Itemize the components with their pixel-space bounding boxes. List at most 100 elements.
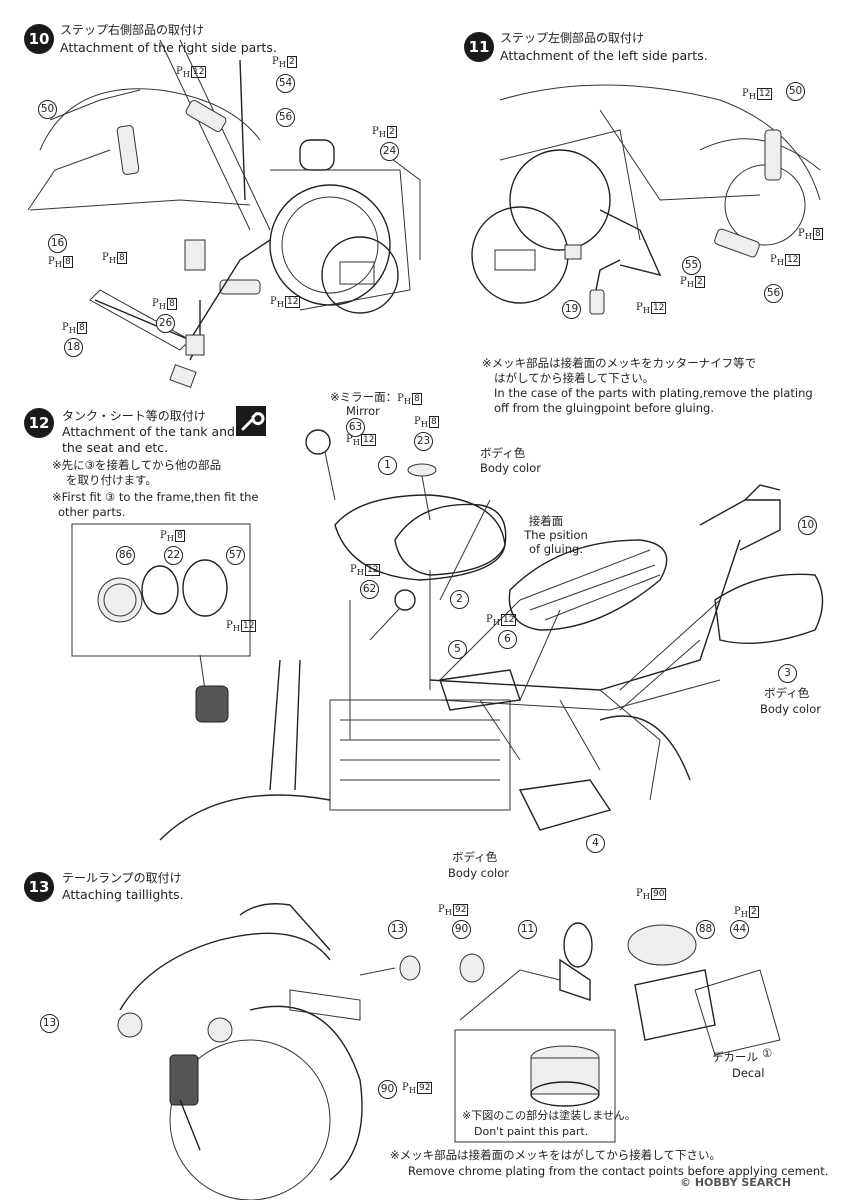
step-13-title-en: Attaching taillights. bbox=[62, 887, 184, 902]
step-12-title-en-2: the seat and etc. bbox=[62, 440, 169, 455]
step-12-note-jp-2: を取り付けます。 bbox=[66, 473, 157, 487]
plating-note-jp-1: ※メッキ部品は接着面のメッキをカッターナイフ等で bbox=[482, 356, 757, 370]
plating-note-en-2: off from the gluingpoint before gluing. bbox=[494, 401, 714, 415]
dont-paint-inset-box bbox=[454, 1029, 616, 1143]
bottom-note-en: Remove chrome plating from the contact p… bbox=[408, 1164, 829, 1178]
step-12-title-en-1: Attachment of the tank and bbox=[62, 424, 235, 439]
step-10-title-jp: ステップ右側部品の取付け bbox=[60, 23, 205, 37]
part-50: 50 bbox=[786, 82, 805, 101]
step-12-note-en-2: other parts. bbox=[58, 505, 126, 519]
part-10: 10 bbox=[798, 516, 817, 535]
part-23: 23 bbox=[414, 432, 433, 451]
glue-label-en-1: The psition bbox=[524, 528, 588, 542]
step-12-note-jp-1: ※先に③を接着してから他の部品 bbox=[52, 458, 222, 472]
part-44: 44 bbox=[730, 920, 749, 939]
body-color-en-2: Body color bbox=[760, 702, 822, 716]
part-2: 2 bbox=[450, 590, 469, 609]
part-13: 13 bbox=[388, 920, 407, 939]
part-90: 90 bbox=[452, 920, 471, 939]
part-54: 54 bbox=[276, 74, 295, 93]
part-19: 19 bbox=[562, 300, 581, 319]
step-10-drawing bbox=[27, 39, 421, 388]
part-16: 16 bbox=[48, 234, 67, 253]
body-color-jp-3: ボディ色 bbox=[452, 850, 498, 864]
step-12-note-en-1: ※First fit ③ to the frame,then fit the bbox=[52, 490, 259, 504]
body-color-jp: ボディ色 bbox=[480, 446, 526, 460]
decal-number: ① bbox=[762, 1046, 773, 1060]
wrench-icon bbox=[236, 406, 266, 436]
part-3: 3 bbox=[778, 664, 797, 683]
part-90-b: 90 bbox=[378, 1080, 397, 1099]
step-13-drawing bbox=[117, 903, 781, 1200]
body-color-en: Body color bbox=[480, 461, 542, 475]
glue-label-en-2: of gluing. bbox=[529, 542, 583, 556]
step-12-badge: 12 bbox=[24, 408, 54, 438]
part-13-b: 13 bbox=[40, 1014, 59, 1033]
step-13-title-jp: テールランプの取付け bbox=[62, 871, 182, 885]
watermark: © HOBBY SEARCH bbox=[680, 1176, 792, 1189]
part-26: 26 bbox=[156, 314, 175, 333]
part-86: 86 bbox=[116, 546, 135, 565]
step-13-badge: 13 bbox=[24, 872, 54, 902]
step-11-drawing bbox=[471, 84, 821, 315]
part-63: 63 bbox=[346, 418, 365, 437]
part-18: 18 bbox=[64, 338, 83, 357]
mirror-label-en: Mirror bbox=[346, 404, 380, 418]
dont-paint-jp: ※下図のこの部分は塗装しません。 bbox=[462, 1109, 636, 1122]
part-4: 4 bbox=[586, 834, 605, 853]
bottom-note-jp: ※メッキ部品は接着面のメッキをはがしてから接着して下さい。 bbox=[390, 1148, 721, 1162]
step-10-title-en: Attachment of the right side parts. bbox=[60, 40, 277, 55]
step-10-badge: 10 bbox=[24, 24, 54, 54]
part-5: 5 bbox=[448, 640, 467, 659]
part-11: 11 bbox=[518, 920, 537, 939]
headlight-inset-box bbox=[71, 523, 251, 657]
body-color-en-3: Body color bbox=[448, 866, 510, 880]
part-1: 1 bbox=[378, 456, 397, 475]
part-62: 62 bbox=[360, 580, 379, 599]
part-22: 22 bbox=[164, 546, 183, 565]
body-color-jp-2: ボディ色 bbox=[764, 686, 810, 700]
step-11-badge: 11 bbox=[464, 32, 494, 62]
part-50: 50 bbox=[38, 100, 57, 119]
part-55: 55 bbox=[682, 256, 701, 275]
plating-note-jp-2: はがしてから接着して下さい。 bbox=[494, 371, 655, 385]
decal-label-jp: デカール bbox=[712, 1050, 758, 1064]
plating-note-en-1: In the case of the parts with plating,re… bbox=[494, 386, 813, 400]
part-24: 24 bbox=[380, 142, 399, 161]
glue-label-jp: 接着面 bbox=[528, 514, 564, 528]
part-56: 56 bbox=[764, 284, 783, 303]
step-12-drawing bbox=[71, 429, 824, 841]
decal-label-en: Decal bbox=[732, 1066, 765, 1080]
part-57: 57 bbox=[226, 546, 245, 565]
step-11-title-en: Attachment of the left side parts. bbox=[500, 48, 708, 63]
dont-paint-en: Don't paint this part. bbox=[474, 1125, 589, 1138]
step-12-title-jp: タンク・シート等の取付け bbox=[62, 409, 206, 423]
part-88: 88 bbox=[696, 920, 715, 939]
part-56: 56 bbox=[276, 108, 295, 127]
